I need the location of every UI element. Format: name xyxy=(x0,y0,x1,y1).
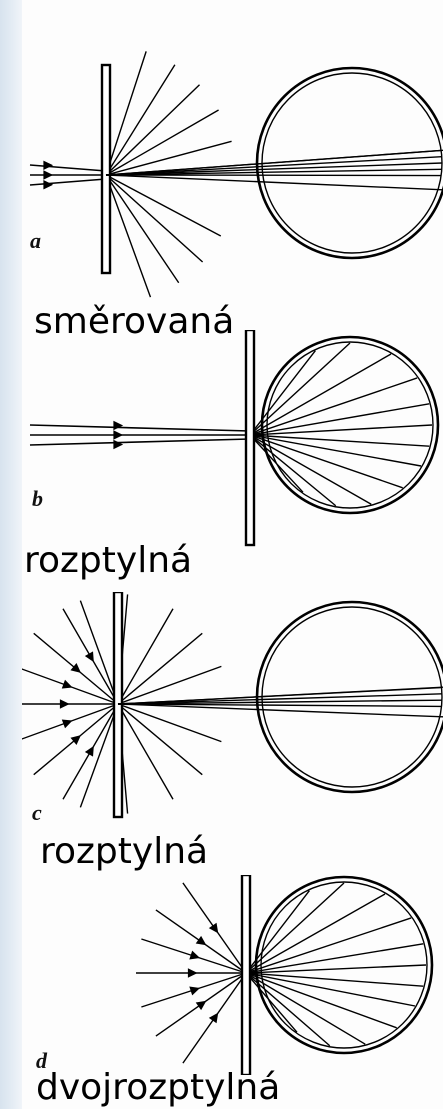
beam-arrowhead-1 xyxy=(44,171,52,179)
screen-plate xyxy=(246,330,254,545)
c-arrowhead-0 xyxy=(86,747,93,756)
scatter-a-ray-7 xyxy=(106,175,179,283)
scatter-c-ray-4 xyxy=(118,666,221,704)
eye-outer xyxy=(257,68,443,258)
eye-outer xyxy=(256,877,432,1053)
d-in-eye-ray-10 xyxy=(246,973,330,1046)
d-in-eye-ray-7 xyxy=(246,973,415,1006)
b-in-eye-ray-0 xyxy=(250,351,315,435)
incoming-beam-2 xyxy=(30,439,250,445)
b-in-eye-ray-10 xyxy=(250,435,336,506)
scatter-a-ray-1 xyxy=(106,65,175,175)
panel-a-drawing xyxy=(30,51,443,297)
caption-b: rozptylná xyxy=(24,543,192,579)
eye-inner xyxy=(262,73,442,253)
scatter-c-ray-7 xyxy=(118,704,173,799)
caption-c: rozptylná xyxy=(40,834,208,870)
scatter-c-ray-6 xyxy=(118,704,202,775)
beam-arrowhead-1 xyxy=(114,431,122,439)
scatter-c-ray-5 xyxy=(118,704,221,742)
figure-stage: a směrovaná b rozptylná c rozptylná d dv… xyxy=(22,0,443,1109)
d-in-eye-ray-6 xyxy=(246,973,423,986)
a-to-eye-ray-4 xyxy=(106,175,441,176)
scatter-a-ray-8 xyxy=(106,175,150,297)
d-arrowhead-1 xyxy=(197,1001,206,1009)
incoming-beam-2 xyxy=(30,179,106,185)
b-in-eye-ray-1 xyxy=(250,343,350,435)
incoming-beam-0 xyxy=(30,165,106,171)
eye-inner xyxy=(261,882,427,1048)
panel-d-diagram xyxy=(22,875,443,1075)
eye-inner xyxy=(267,342,433,508)
d-in-eye-ray-9 xyxy=(246,973,365,1044)
c-arrowhead-6 xyxy=(86,652,93,661)
panel-b-diagram xyxy=(22,330,443,550)
panel-b-letter: b xyxy=(32,486,43,512)
c-arrowhead-4 xyxy=(63,681,72,688)
d-arrowhead-2 xyxy=(190,987,199,994)
panel-c-drawing xyxy=(22,592,443,817)
scatter-c-ray-2 xyxy=(118,609,173,704)
panel-b-drawing xyxy=(30,330,438,545)
screen-plate xyxy=(102,65,110,273)
a-beam-top xyxy=(106,150,443,175)
a-beam-bottom xyxy=(106,175,443,190)
caption-d: dvojrozptylná xyxy=(36,1070,280,1106)
d-arrowhead-3 xyxy=(188,969,196,977)
c-arrowhead-3 xyxy=(60,700,68,708)
panel-a-diagram xyxy=(22,0,443,300)
beam-arrowhead-2 xyxy=(44,181,52,189)
d-arrowhead-4 xyxy=(190,951,199,958)
panel-c-diagram xyxy=(22,592,443,822)
d-in-eye-ray-0 xyxy=(246,891,309,973)
screen-plate xyxy=(242,875,250,1075)
d-arrowhead-6 xyxy=(210,924,218,933)
a-to-eye-ray-2 xyxy=(106,163,442,175)
c-arrowhead-2 xyxy=(63,720,72,727)
panel-d-drawing xyxy=(136,875,432,1075)
eye-outer xyxy=(262,337,438,513)
panel-a-letter: a xyxy=(30,228,41,254)
d-arrowhead-0 xyxy=(210,1014,218,1023)
beam-arrowhead-0 xyxy=(44,161,52,169)
panel-c-letter: c xyxy=(32,800,42,826)
d-arrowhead-5 xyxy=(197,937,206,945)
incoming-beam-0 xyxy=(30,425,250,431)
scatter-c-ray-3 xyxy=(118,633,202,704)
